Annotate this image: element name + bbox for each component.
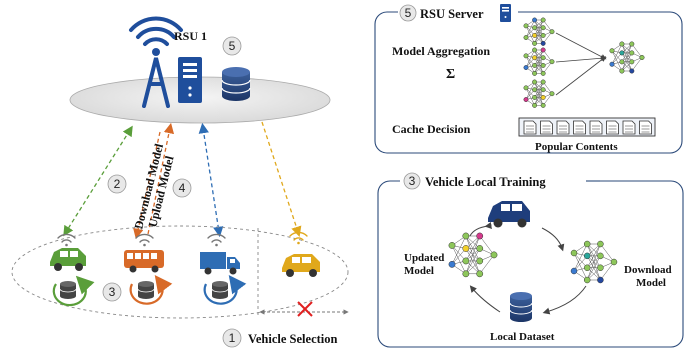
server-icon xyxy=(178,57,202,103)
document-icon xyxy=(573,120,586,135)
blue-vehicle xyxy=(200,233,240,275)
database-icon xyxy=(221,67,251,101)
vehicle-area xyxy=(11,225,349,319)
arrow-yellow xyxy=(261,121,302,237)
vehicle-selection: 1 Vehicle Selection xyxy=(222,328,338,348)
document-icon xyxy=(589,120,603,135)
local-dataset-label: Local Dataset xyxy=(490,331,555,343)
arrow-blue xyxy=(198,122,224,238)
local-models xyxy=(448,232,618,284)
excluded-marker xyxy=(259,301,349,317)
updated-model-label-line1: Updated xyxy=(404,252,444,264)
popular-contents-row xyxy=(518,117,656,137)
document-icon xyxy=(556,120,570,135)
training-cycle-arrows xyxy=(469,222,587,315)
sigma-symbol: Σ xyxy=(446,67,455,82)
document-icon xyxy=(639,120,652,135)
rsu-server-panel: 5 RSU Server Model Aggregation Σ Cache D… xyxy=(374,4,683,154)
document-icon xyxy=(606,120,619,135)
green-vehicle xyxy=(50,233,86,271)
green-training-loop xyxy=(52,275,95,307)
aggregated-model-icon xyxy=(609,41,645,74)
svg-text:3: 3 xyxy=(109,285,116,299)
rsu-server-title: RSU Server xyxy=(420,7,484,21)
train-step-badge: 3 xyxy=(102,282,122,302)
document-icon xyxy=(540,120,553,135)
svg-text:4: 4 xyxy=(179,181,186,195)
svg-text:3: 3 xyxy=(409,174,416,188)
rsu-step-badge: 5 xyxy=(222,36,242,56)
wifi-icon xyxy=(135,233,154,247)
orange-training-loop xyxy=(129,274,173,305)
blue-training-loop xyxy=(203,274,247,305)
download-model-icon xyxy=(570,240,618,284)
antenna-icon xyxy=(129,16,183,108)
van-icon xyxy=(488,201,530,228)
updated-model-icon xyxy=(448,232,498,278)
local-training-panel: 3 Vehicle Local Training Updated Model D xyxy=(377,172,684,348)
svg-text:2: 2 xyxy=(114,177,121,191)
local-dataset-icon xyxy=(509,292,533,322)
svg-text:5: 5 xyxy=(405,6,412,20)
local-training-title: Vehicle Local Training xyxy=(425,175,546,189)
svg-text:1: 1 xyxy=(229,331,236,345)
document-icon xyxy=(622,120,636,135)
model-icon-3 xyxy=(523,79,555,108)
step-badge-download: 2 xyxy=(107,174,127,194)
step-badge-upload: 4 xyxy=(172,178,192,198)
server-icon xyxy=(500,4,511,22)
arrow-orange-download xyxy=(133,131,161,240)
model-icon-2 xyxy=(523,47,555,76)
document-icon xyxy=(523,120,537,135)
model-aggregation-label: Model Aggregation xyxy=(392,44,490,58)
wifi-icon xyxy=(57,233,76,247)
download-model-label-line2: Model xyxy=(636,277,666,289)
wifi-icon xyxy=(289,231,308,245)
popular-contents-label: Popular Contents xyxy=(535,141,618,153)
yellow-vehicle xyxy=(282,231,320,277)
model-icon-1 xyxy=(523,17,555,46)
svg-text:5: 5 xyxy=(229,39,236,53)
aggregated-models xyxy=(523,17,645,108)
download-model-label-line1: Download xyxy=(624,264,672,276)
orange-vehicle xyxy=(124,233,164,273)
arrow-green xyxy=(63,125,133,237)
vehicle-selection-label: Vehicle Selection xyxy=(248,332,338,346)
wifi-icon xyxy=(207,233,226,247)
rsu-title: RSU 1 xyxy=(174,29,207,43)
cache-decision-label: Cache Decision xyxy=(392,122,471,136)
updated-model-label-line2: Model xyxy=(404,265,434,277)
